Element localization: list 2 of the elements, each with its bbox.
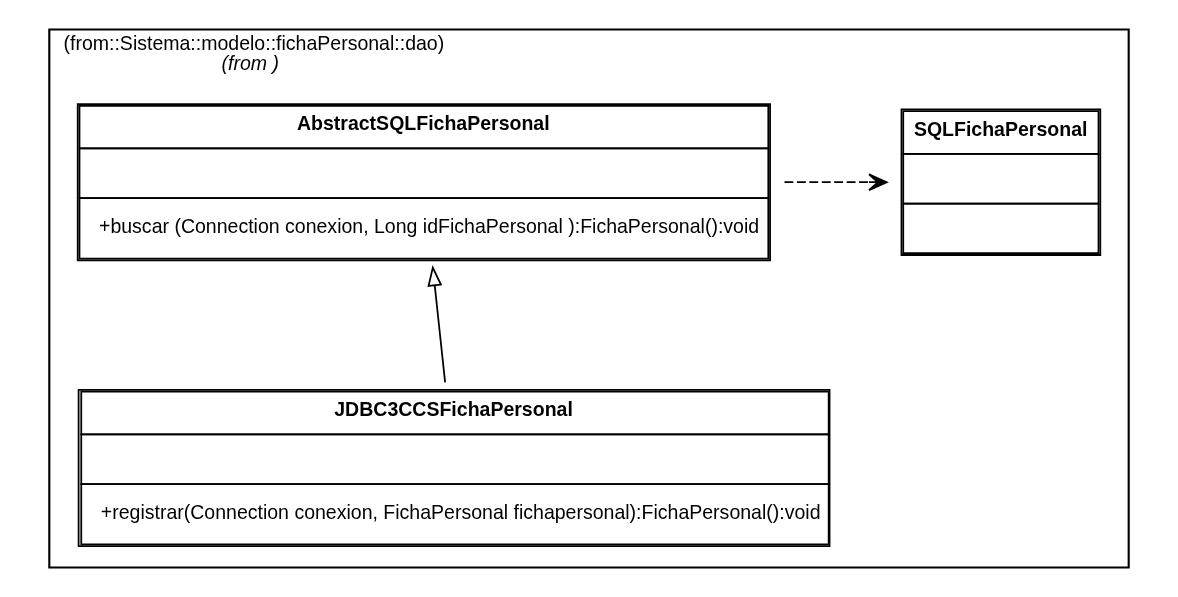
arrow [783,173,888,192]
arrow [427,264,446,384]
